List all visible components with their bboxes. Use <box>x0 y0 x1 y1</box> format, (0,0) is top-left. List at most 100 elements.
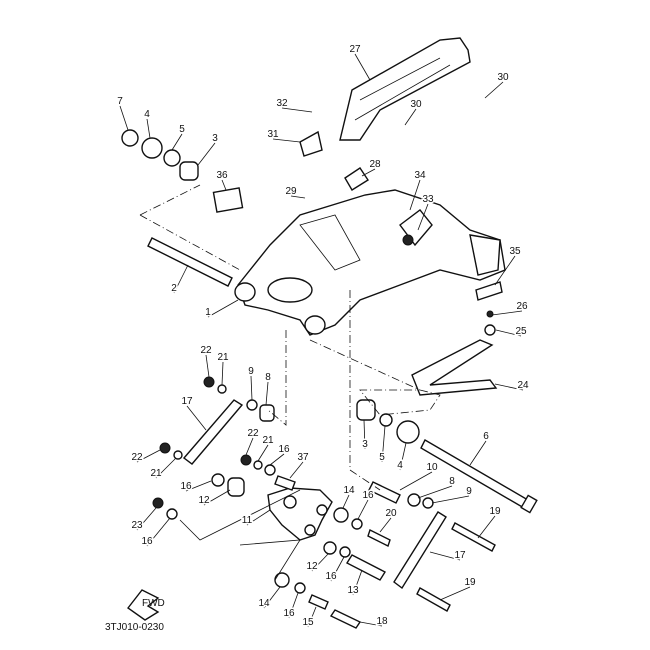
leader-line <box>439 586 471 601</box>
part-number-label: 10 <box>426 462 438 473</box>
leader-line <box>342 494 350 509</box>
leader-line <box>363 419 366 450</box>
part-number-label: 20 <box>385 508 397 519</box>
part-number-label: 16 <box>362 490 374 501</box>
part-number-label: 11 <box>242 515 253 526</box>
part-number-label: 22 <box>247 428 259 439</box>
part-number-label: 29 <box>285 186 297 197</box>
part-number-label: 23 <box>131 520 143 531</box>
leader-line <box>186 405 207 431</box>
part-number-label: 13 <box>347 585 359 596</box>
leader-line <box>155 457 177 479</box>
leader-line <box>171 133 183 151</box>
part-number-label: 17 <box>181 396 193 407</box>
part-number-label: 12 <box>198 495 210 506</box>
leader-line <box>257 444 269 462</box>
leader-line <box>359 621 383 627</box>
leader-line <box>290 195 306 199</box>
part-number-label: 21 <box>150 468 162 479</box>
chain-guard <box>339 37 471 141</box>
part-number-label: 3 <box>362 439 368 450</box>
leader-line <box>307 606 317 628</box>
leader-line <box>399 442 407 471</box>
leader-line <box>221 361 224 386</box>
part-number-label: 30 <box>410 99 422 110</box>
part-number-label: 25 <box>515 326 527 337</box>
leader-line <box>203 489 231 506</box>
leader-line <box>469 440 487 466</box>
part-number-label: 19 <box>489 506 501 517</box>
part-number-label: 33 <box>422 194 434 205</box>
leader-line <box>352 569 363 596</box>
part-number-label: 32 <box>276 98 288 109</box>
part-number-label: 16 <box>141 536 153 547</box>
part-number-label: 14 <box>258 598 270 609</box>
leader-line <box>272 138 301 143</box>
leader-line <box>197 142 216 166</box>
leader-line <box>404 108 417 126</box>
part-number-label: 16 <box>325 571 337 582</box>
part-number-label: 1 <box>205 307 211 318</box>
leader-line <box>354 53 371 81</box>
leader-line <box>477 515 496 539</box>
leader-line <box>136 507 157 531</box>
leader-line <box>146 517 171 547</box>
leader-line <box>379 517 392 533</box>
leader-line <box>246 509 271 526</box>
part-number-label: 8 <box>265 372 271 383</box>
leader-line <box>263 586 281 609</box>
part-number-label: 26 <box>516 301 528 312</box>
part-number-label: 9 <box>248 366 254 377</box>
part-number-label: 36 <box>216 170 228 181</box>
leader-line <box>281 107 313 113</box>
part-number-label: 7 <box>117 96 123 107</box>
part-number-label: 30 <box>497 72 509 83</box>
swingarm <box>237 189 506 336</box>
leader-line <box>207 299 239 318</box>
part-number-label: 35 <box>509 246 521 257</box>
leader-line <box>173 264 189 294</box>
leader-line <box>136 449 161 463</box>
leader-line <box>245 437 254 456</box>
leader-line <box>417 203 429 231</box>
part-number-label: 24 <box>517 380 529 391</box>
fwd-arrow: FWD <box>126 589 165 621</box>
leader-line <box>361 168 376 177</box>
part-number-label: 12 <box>306 561 318 572</box>
leader-line <box>399 471 433 491</box>
part-number-label: 4 <box>144 109 150 120</box>
leader-line <box>311 553 329 572</box>
part-number-label: 2 <box>171 283 177 294</box>
part-number-label: 15 <box>302 617 314 628</box>
leader-line <box>491 310 523 316</box>
part-number-label: 3 <box>212 133 218 144</box>
leader-line <box>357 499 369 520</box>
part-number-label: 17 <box>454 550 466 561</box>
part-number-label: 6 <box>483 431 489 442</box>
leader-line <box>381 425 386 463</box>
leader-line <box>330 556 345 582</box>
part-number-label: 31 <box>267 129 279 140</box>
part-number-label: 27 <box>349 44 361 55</box>
leader-line <box>494 383 524 391</box>
fwd-label: FWD <box>142 598 165 609</box>
part-number-label: 9 <box>466 486 472 497</box>
part-number-label: 22 <box>131 452 143 463</box>
leader-line <box>269 453 285 466</box>
leader-line <box>409 179 421 211</box>
leader-line <box>288 592 299 619</box>
part-number-label: 5 <box>379 452 385 463</box>
part-number-label: 16 <box>278 444 290 455</box>
part-number-label: 16 <box>180 481 192 492</box>
leader-line <box>429 551 461 561</box>
part-number-label: 19 <box>464 577 476 588</box>
leader-line <box>289 461 304 479</box>
diagram-code: 3TJ010-0230 <box>105 622 164 633</box>
part-number-label: 28 <box>369 159 381 170</box>
part-number-label: 16 <box>283 608 295 619</box>
part-number-label: 5 <box>179 124 185 135</box>
part-number-label: 8 <box>449 476 455 487</box>
leader-line <box>417 485 453 499</box>
leader-line <box>265 381 269 406</box>
